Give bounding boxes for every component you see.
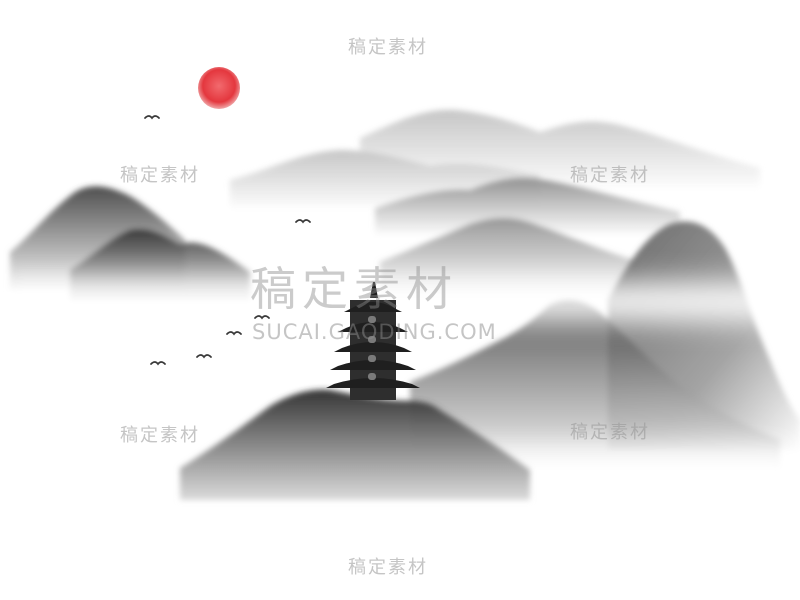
pagoda xyxy=(326,282,420,400)
middle-ridges xyxy=(375,178,680,300)
flying-birds xyxy=(144,115,311,366)
foreground-mountain xyxy=(180,389,530,500)
red-sun xyxy=(198,67,240,109)
right-mountain xyxy=(410,221,800,470)
